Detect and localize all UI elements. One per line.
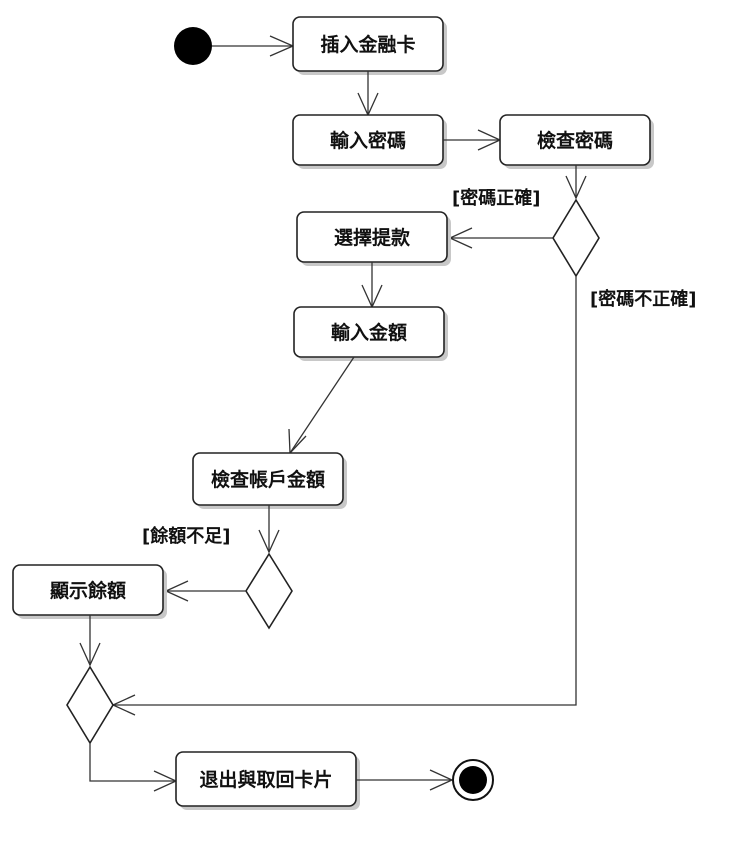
arrowhead	[79, 642, 101, 667]
end-node	[452, 759, 494, 801]
guard-pin-incorrect: [密碼不正確]	[590, 288, 696, 310]
node-enter-amount-label: 輸入金額	[331, 321, 407, 344]
guard-pin-correct: [密碼正確]	[452, 187, 540, 209]
node-show-balance-label: 顯示餘額	[50, 579, 126, 602]
node-check-pin-label: 檢查密碼	[537, 129, 613, 152]
arrowhead	[258, 529, 280, 554]
node-select-withdraw-label: 選擇提款	[334, 226, 411, 249]
node-check-balance	[192, 452, 344, 506]
guard-insufficient-balance: [餘額不足]	[142, 525, 230, 547]
decision-balance-check	[245, 552, 293, 630]
arrowhead	[565, 175, 587, 200]
edge-enter-amount-to-check-balance	[289, 356, 355, 454]
node-exit-return-card	[175, 751, 357, 807]
node-enter-amount	[293, 306, 445, 358]
edge-decision-to-merge	[113, 276, 577, 706]
node-exit-return-card-label: 退出與取回卡片	[199, 768, 332, 791]
merge-node	[66, 665, 114, 745]
node-show-balance	[12, 564, 164, 616]
node-check-balance-label: 檢查帳戶金額	[211, 468, 325, 491]
decision-pin-check	[552, 198, 600, 278]
start-node	[174, 27, 212, 65]
node-enter-pin-label: 輸入密碼	[330, 129, 406, 152]
node-insert-card-label: 插入金融卡	[320, 33, 415, 56]
node-check-pin	[499, 114, 651, 166]
edge-merge-to-exit	[89, 743, 176, 782]
